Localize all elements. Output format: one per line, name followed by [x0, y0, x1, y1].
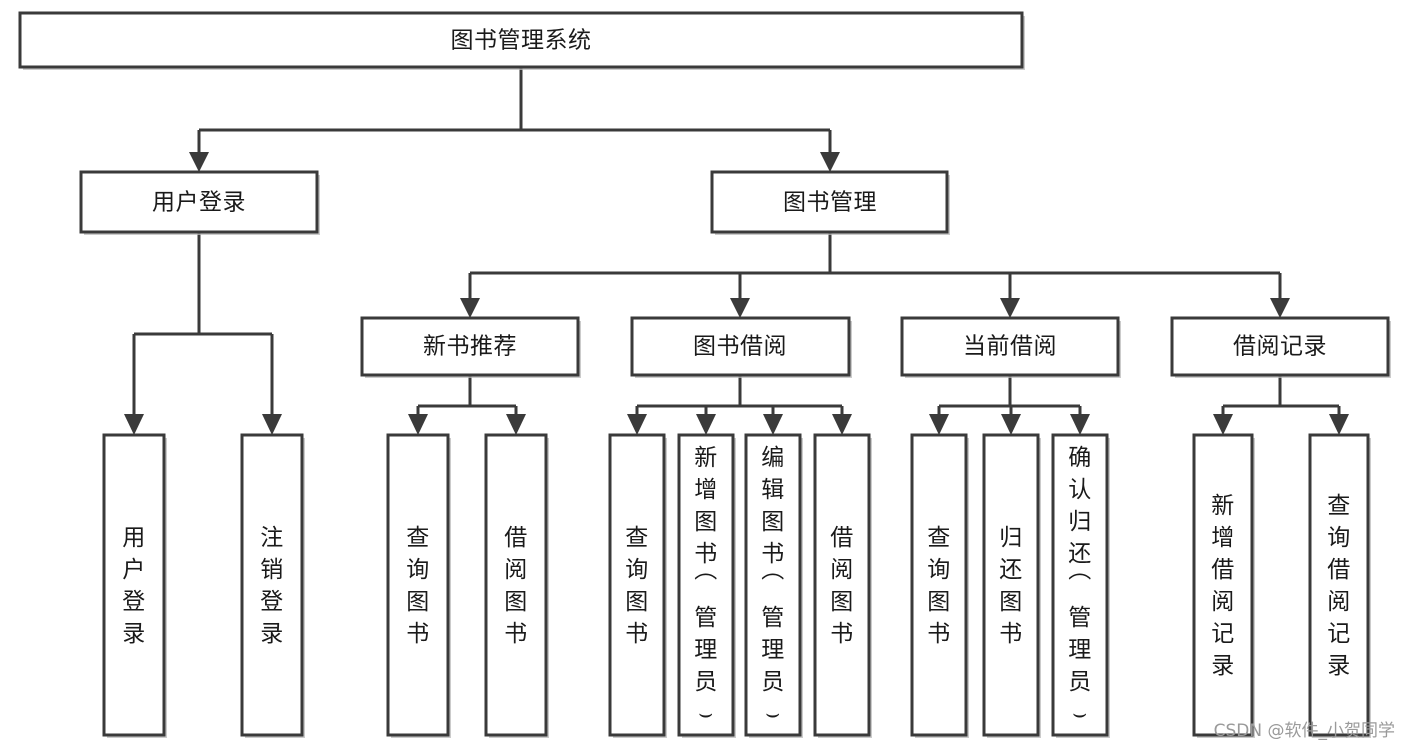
- node-leaf-borrow-book-new[interactable]: 借阅图书: [484, 433, 549, 738]
- connector-currentborrow-to-leaves: [929, 375, 1090, 435]
- node-label: 新增借阅记录: [1211, 493, 1235, 679]
- arrow-head-icon: [820, 152, 840, 172]
- node-book-borrow[interactable]: 图书借阅: [630, 316, 852, 378]
- arrow-head-icon: [1213, 414, 1233, 435]
- node-label: 查询图书: [406, 525, 430, 647]
- node-leaf-query-book-borrow[interactable]: 查询图书: [608, 433, 667, 738]
- node-label: 图书借阅: [693, 334, 787, 360]
- node-rect: [1170, 316, 1390, 377]
- node-label: 确认归还⌒管理员⌣: [1068, 445, 1092, 727]
- arrow-head-icon: [262, 414, 282, 435]
- arrow-head-icon: [124, 414, 144, 435]
- node-rect: [18, 11, 1024, 69]
- node-label: 查询借阅记录: [1327, 493, 1351, 679]
- node-rect: [813, 433, 871, 737]
- arrow-head-icon: [832, 414, 852, 435]
- node-leaf-edit-book-admin[interactable]: 编辑图书⌒管理员⌣: [744, 433, 803, 738]
- node-leaf-logout[interactable]: 注销登录: [240, 433, 305, 738]
- arrow-head-icon: [627, 414, 647, 435]
- connector-borrowrecords-to-leaves: [1213, 375, 1349, 435]
- node-rect: [1308, 433, 1370, 737]
- node-label: 当前借阅: [963, 334, 1057, 360]
- node-rect: [677, 433, 735, 737]
- node-leaf-return-book[interactable]: 归还图书: [982, 433, 1041, 738]
- node-rect: [386, 433, 450, 737]
- node-rect: [1192, 433, 1254, 737]
- arrow-head-icon: [929, 414, 949, 435]
- node-label: 新书推荐: [423, 334, 517, 360]
- node-label: 新增图书⌒管理员⌣: [694, 445, 718, 727]
- arrow-head-icon: [1070, 414, 1090, 435]
- node-rect: [484, 433, 548, 737]
- arrow-head-icon: [763, 414, 783, 435]
- node-label: 注销登录: [260, 525, 284, 647]
- node-label: 用户登录: [152, 190, 246, 216]
- node-leaf-query-book-current[interactable]: 查询图书: [910, 433, 969, 738]
- connector-bookmgmt-to-level3: [460, 232, 1290, 318]
- connector-userlogin-to-leaves: [124, 232, 282, 435]
- node-rect: [360, 316, 580, 377]
- arrow-head-icon: [1329, 414, 1349, 435]
- node-book-management[interactable]: 图书管理: [710, 170, 950, 235]
- csdn-watermark: CSDN @软件_小贺同学: [1213, 721, 1395, 741]
- arrow-head-icon: [1000, 298, 1020, 318]
- node-root[interactable]: 图书管理系统: [18, 11, 1025, 70]
- node-rect: [240, 433, 304, 737]
- node-leaf-query-book-new[interactable]: 查询图书: [386, 433, 451, 738]
- node-label: 归还图书: [999, 525, 1023, 647]
- node-leaf-add-book-admin[interactable]: 新增图书⌒管理员⌣: [677, 433, 736, 738]
- connector-root-to-level2: [189, 67, 840, 172]
- node-leaf-query-borrow-record[interactable]: 查询借阅记录: [1308, 433, 1371, 738]
- node-label: 查询图书: [927, 525, 951, 647]
- node-leaf-borrow-book[interactable]: 借阅图书: [813, 433, 872, 738]
- node-current-borrow[interactable]: 当前借阅: [900, 316, 1121, 378]
- connector-bookborrow-to-leaves: [627, 375, 852, 435]
- node-rect: [102, 433, 166, 737]
- node-leaf-add-borrow-record[interactable]: 新增借阅记录: [1192, 433, 1255, 738]
- node-label: 借阅图书: [504, 525, 528, 647]
- node-leaf-user-login[interactable]: 用户登录: [102, 433, 167, 738]
- connector-layer: [124, 67, 1349, 435]
- node-rect: [900, 316, 1120, 377]
- arrow-head-icon: [696, 414, 716, 435]
- arrow-head-icon: [189, 152, 209, 172]
- node-rect: [79, 170, 319, 234]
- node-rect: [982, 433, 1040, 737]
- arrow-head-icon: [1001, 414, 1021, 435]
- node-label: 图书管理系统: [451, 28, 592, 54]
- node-label: 借阅记录: [1233, 334, 1327, 360]
- node-label: 借阅图书: [830, 525, 854, 647]
- node-borrow-records[interactable]: 借阅记录: [1170, 316, 1391, 378]
- node-label: 编辑图书⌒管理员⌣: [761, 445, 785, 727]
- arrow-head-icon: [460, 298, 480, 318]
- node-new-book-recommend[interactable]: 新书推荐: [360, 316, 581, 378]
- connector-newbook-to-leaves: [408, 375, 526, 435]
- node-rect: [1051, 433, 1109, 737]
- node-user-login[interactable]: 用户登录: [79, 170, 320, 235]
- node-label: 查询图书: [625, 525, 649, 647]
- node-rect: [744, 433, 802, 737]
- node-rect: [608, 433, 666, 737]
- node-rect: [710, 170, 949, 234]
- arrow-head-icon: [506, 414, 526, 435]
- arrow-head-icon: [1270, 298, 1290, 318]
- node-label: 图书管理: [783, 190, 877, 216]
- leaf-node-layer: 用户登录 注销登录 查询图书 借阅图书 查询图书 新增图书⌒管理员⌣ 编辑图书⌒管理员⌣ 借阅…: [102, 433, 1371, 738]
- node-label: 用户登录: [122, 525, 146, 647]
- arrow-head-icon: [730, 298, 750, 318]
- node-leaf-confirm-return-admin[interactable]: 确认归还⌒管理员⌣: [1051, 433, 1110, 738]
- node-rect: [910, 433, 968, 737]
- arrow-head-icon: [408, 414, 428, 435]
- node-rect: [630, 316, 851, 377]
